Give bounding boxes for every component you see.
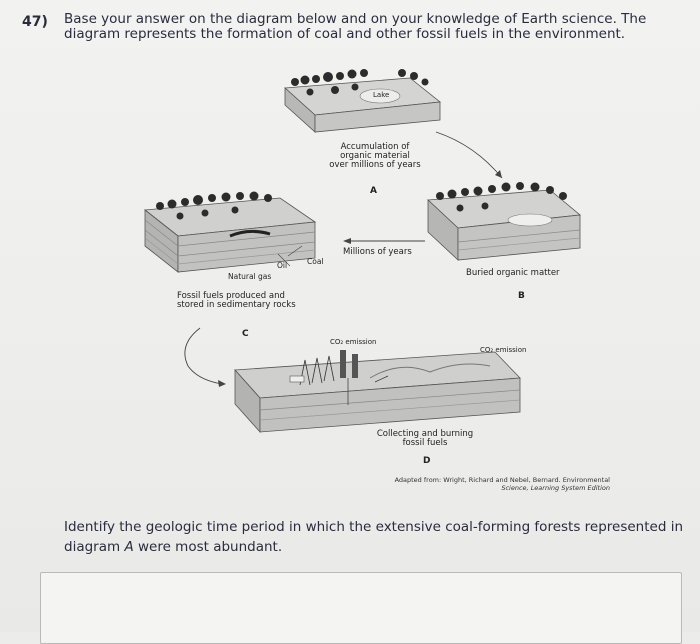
letter-b: B <box>518 292 525 301</box>
natural-gas-label: Natural gas <box>228 272 271 281</box>
fossil-fuel-diagram: Lake Accumulation of organic material ov… <box>140 60 620 500</box>
accumulation-label: Accumulation of organic material over mi… <box>315 143 435 170</box>
question-text: Base your answer on the diagram below an… <box>64 12 684 42</box>
lake-label: Lake <box>373 91 389 100</box>
co2-emission-left-label: CO₂ emission <box>330 338 376 347</box>
fossil-fuels-label: Fossil fuels produced and stored in sedi… <box>177 292 296 310</box>
fossil-fuels-line-2: stored in sedimentary rocks <box>177 301 296 310</box>
credit-line-1: Adapted from: Wright, Richard and Nebel,… <box>320 476 610 484</box>
letter-c: C <box>242 330 249 339</box>
question-prompt: Identify the geologic time period in whi… <box>64 517 689 557</box>
source-credit: Adapted from: Wright, Richard and Nebel,… <box>320 476 610 492</box>
prompt-text-after: were most abundant. <box>134 539 282 555</box>
block-d-burning <box>235 350 520 432</box>
buried-organic-matter-label: Buried organic matter <box>466 269 560 278</box>
collecting-line-2: fossil fuels <box>365 439 485 448</box>
block-c-sedimentary <box>145 192 315 273</box>
oil-label: Oil <box>277 261 287 270</box>
block-b-buried <box>428 182 580 260</box>
block-a-forest <box>285 69 440 132</box>
coal-label: Coal <box>307 257 324 266</box>
co2-emission-right-label: CO₂ emission <box>480 346 526 355</box>
collecting-label: Collecting and burning fossil fuels <box>365 430 485 448</box>
prompt-letter: A <box>124 539 133 555</box>
answer-input[interactable] <box>40 572 682 644</box>
accumulation-line-3: over millions of years <box>315 161 435 170</box>
letter-a: A <box>370 187 377 196</box>
millions-of-years-label: Millions of years <box>343 248 412 257</box>
question-number: 47) <box>22 14 48 30</box>
credit-line-2: Science, Learning System Edition <box>320 484 610 492</box>
letter-d: D <box>423 457 430 466</box>
